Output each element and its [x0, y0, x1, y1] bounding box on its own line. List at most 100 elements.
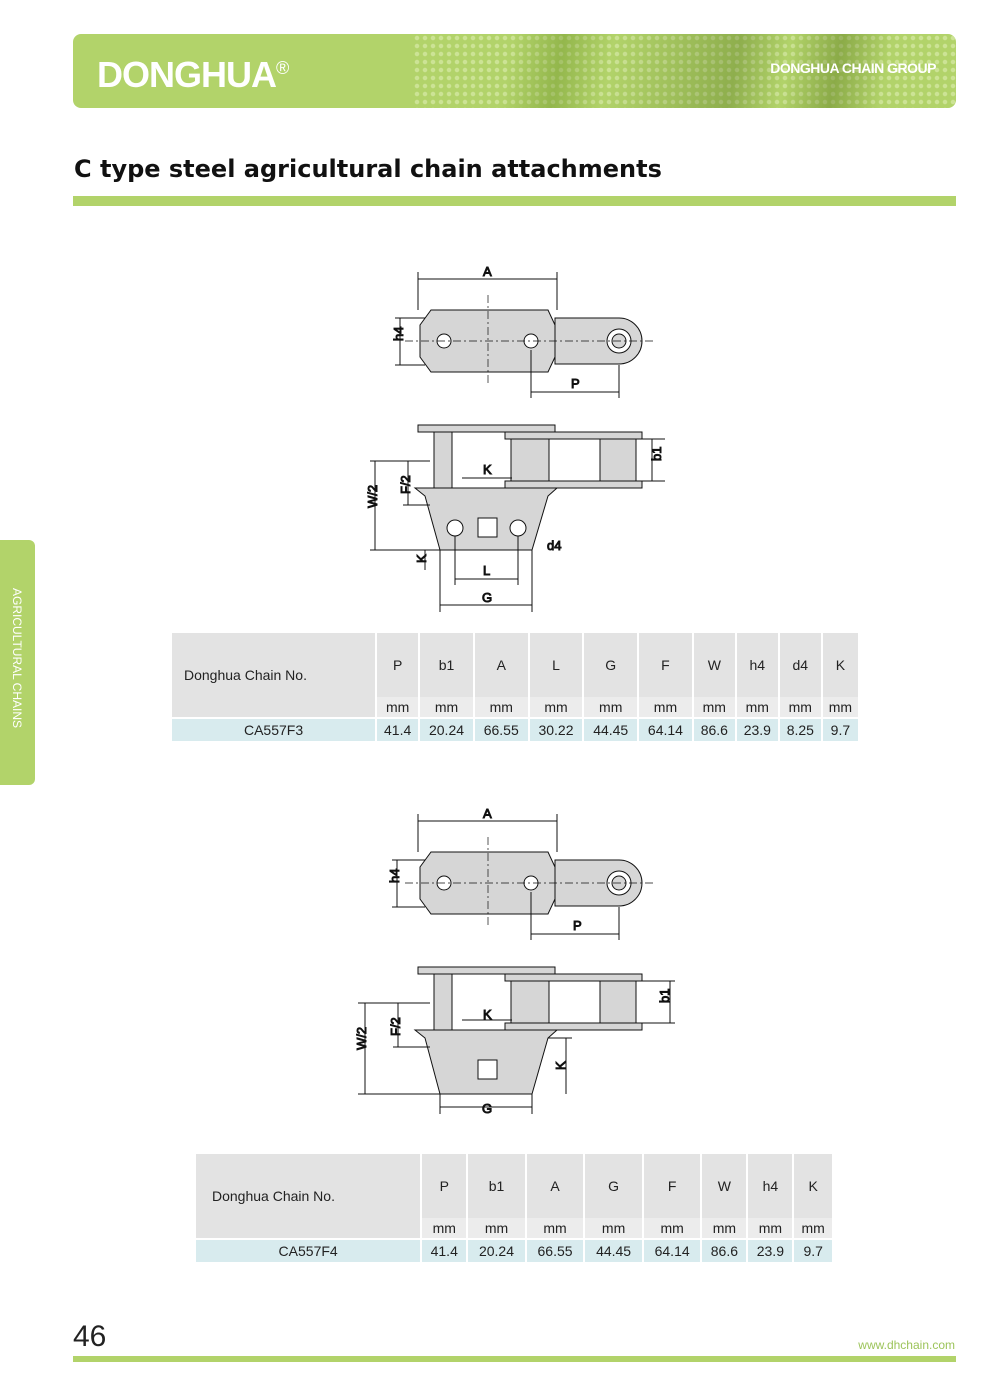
dim-label-g: G [482, 1101, 492, 1116]
brand-logo: DONGHUA® [97, 54, 289, 96]
unit-cell: mm [736, 697, 778, 717]
cell: 30.22 [529, 717, 583, 741]
unit-cell: mm [643, 1218, 701, 1238]
banner-image [463, 34, 956, 108]
cell: 23.9 [748, 1238, 793, 1262]
dim-label-b1: b1 [649, 447, 664, 461]
dim-label-l: L [483, 563, 490, 578]
dim-label-f2: F/2 [388, 1017, 403, 1036]
unit-cell: mm [474, 697, 528, 717]
header-cell: h4 [736, 633, 778, 697]
unit-cell: mm [779, 697, 821, 717]
cell: 86.6 [693, 717, 735, 741]
dim-label-a: A [483, 806, 492, 821]
header-cell: P [377, 633, 419, 697]
dim-label-w2: W/2 [365, 485, 380, 508]
header-cell: F [643, 1154, 701, 1218]
header-banner: DONGHUA® DONGHUA CHAIN GROUP [73, 34, 956, 108]
dim-label-g: G [482, 590, 492, 605]
cell: 64.14 [643, 1238, 701, 1262]
header-cell: P [422, 1154, 467, 1218]
header-cell: K [794, 1154, 832, 1218]
dim-label-h4: h4 [387, 869, 402, 883]
banner-pattern [413, 34, 956, 108]
brand-name: DONGHUA [97, 54, 277, 95]
header-cell: W [702, 1154, 747, 1218]
cell: 9.7 [822, 717, 858, 741]
header-cell: F [639, 633, 692, 697]
cell: 86.6 [702, 1238, 747, 1262]
unit-cell: mm [529, 697, 583, 717]
dim-label-k: K [553, 1061, 568, 1070]
cell: 41.4 [377, 717, 419, 741]
cell-chain-no: CA557F4 [196, 1238, 421, 1262]
dim-label-p: P [573, 918, 582, 933]
unit-cell: mm [639, 697, 692, 717]
group-name: DONGHUA CHAIN GROUP [770, 60, 936, 76]
website-link[interactable]: www.dhchain.com [858, 1338, 955, 1352]
dim-label-w2: W/2 [354, 1027, 369, 1050]
dim-label-k-top: K [483, 462, 492, 477]
cell: 44.45 [584, 717, 638, 741]
header-cell: W [693, 633, 735, 697]
attachment-diagram-1: A h4 P b1 W/2 F/2 K K d4 L G [365, 264, 665, 612]
dim-label-k: K [414, 554, 429, 563]
unit-cell: mm [377, 697, 419, 717]
unit-cell: mm [526, 1218, 584, 1238]
header-cell: K [822, 633, 858, 697]
page-number: 46 [73, 1320, 107, 1353]
cell: 8.25 [779, 717, 821, 741]
attachment-diagram-2: A h4 P b1 W/2 F/2 K K G [354, 806, 675, 1117]
header-cell: G [585, 1154, 642, 1218]
header-cell: G [584, 633, 638, 697]
header-cell: A [526, 1154, 584, 1218]
cell: 64.14 [639, 717, 692, 741]
header-cell: L [529, 633, 583, 697]
cell: 20.24 [420, 717, 473, 741]
cell: 44.45 [585, 1238, 642, 1262]
unit-cell: mm [468, 1218, 525, 1238]
header-cell: b1 [468, 1154, 525, 1218]
header-cell: d4 [779, 633, 821, 697]
dim-label-a: A [483, 264, 492, 279]
header-cell: h4 [748, 1154, 793, 1218]
cell: 66.55 [474, 717, 528, 741]
dim-label-f2: F/2 [398, 475, 413, 494]
cell: 20.24 [468, 1238, 525, 1262]
section-tab[interactable]: AGRICULTURAL CHAINS [0, 540, 35, 785]
dim-label-h4: h4 [391, 327, 406, 341]
unit-cell: mm [748, 1218, 793, 1238]
cell: 23.9 [736, 717, 778, 741]
title-divider [73, 196, 956, 206]
header-cell: A [474, 633, 528, 697]
header-chain-no: Donghua Chain No. [196, 1154, 421, 1238]
cell: 9.7 [794, 1238, 832, 1262]
unit-cell: mm [693, 697, 735, 717]
footer-divider [73, 1356, 956, 1362]
cell: 66.55 [526, 1238, 584, 1262]
dim-label-p: P [571, 376, 580, 391]
unit-cell: mm [585, 1218, 642, 1238]
dim-label-b1: b1 [657, 989, 672, 1003]
unit-cell: mm [794, 1218, 832, 1238]
registered-mark: ® [276, 58, 289, 78]
unit-cell: mm [584, 697, 638, 717]
page-title: C type steel agricultural chain attachme… [74, 155, 662, 183]
unit-cell: mm [702, 1218, 747, 1238]
unit-cell: mm [420, 697, 473, 717]
unit-cell: mm [422, 1218, 467, 1238]
unit-cell: mm [822, 697, 858, 717]
cell-chain-no: CA557F3 [172, 717, 376, 741]
header-cell: b1 [420, 633, 473, 697]
cell: 41.4 [422, 1238, 467, 1262]
dim-label-d4: d4 [547, 538, 561, 553]
header-chain-no: Donghua Chain No. [172, 633, 376, 717]
